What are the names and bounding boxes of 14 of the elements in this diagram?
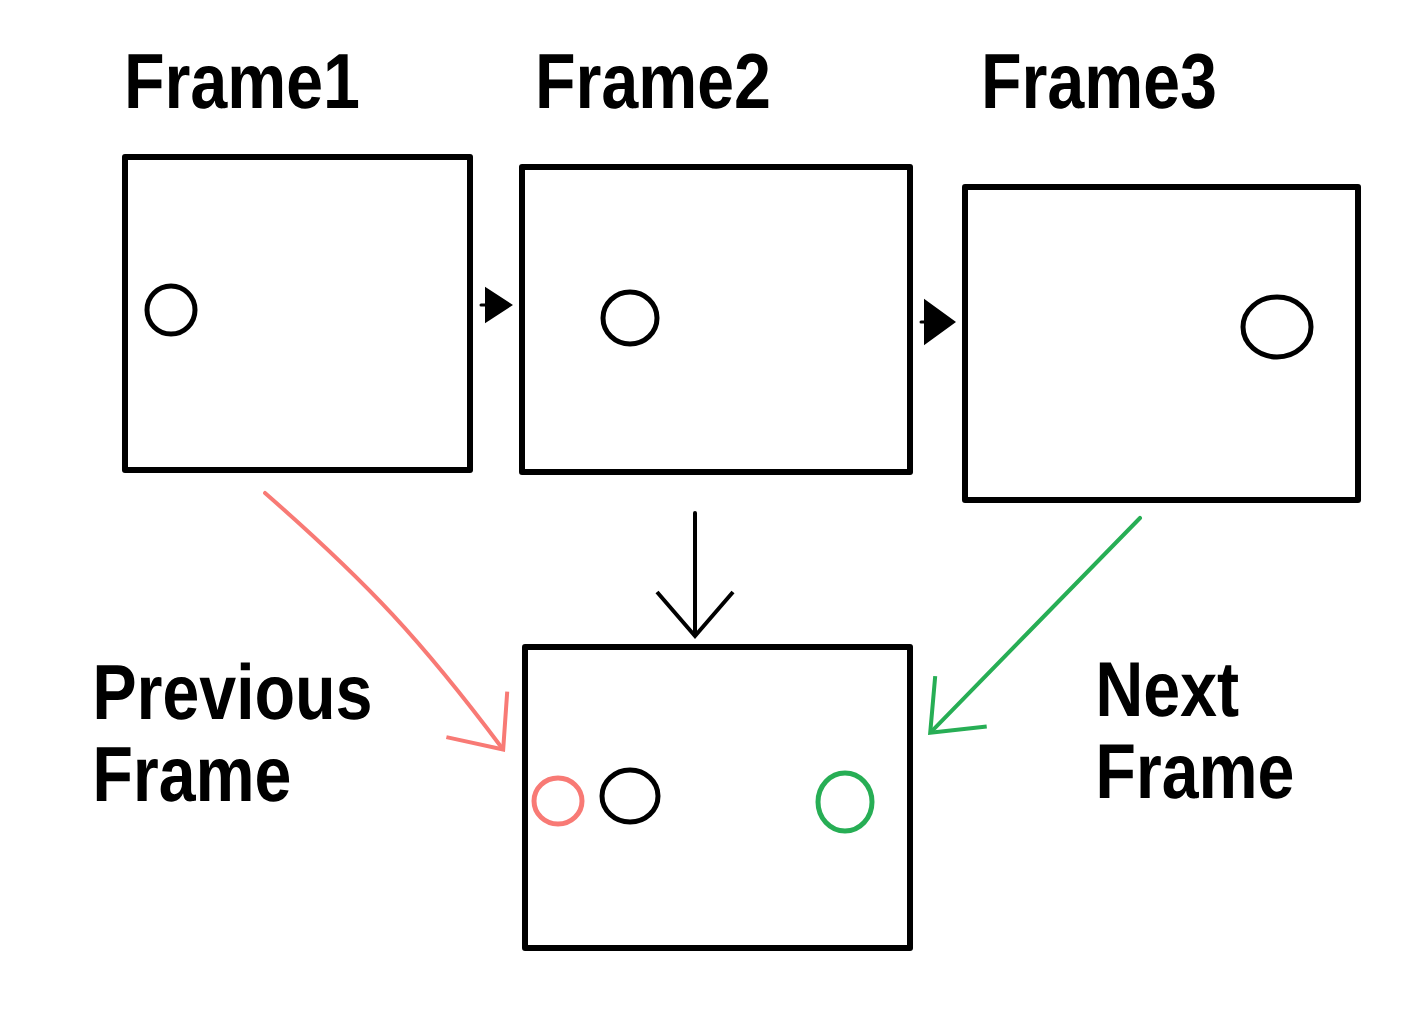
frame-title: Frame3 xyxy=(985,53,1215,109)
circle-marker xyxy=(1240,294,1314,360)
side-label: Next Frame xyxy=(1099,662,1293,799)
frame-title: Frame1 xyxy=(128,54,359,109)
side-label: Previous Frame xyxy=(96,662,370,802)
circle-marker xyxy=(599,767,661,825)
arrow xyxy=(928,516,1142,735)
frame-box xyxy=(522,644,913,951)
circle-marker xyxy=(144,283,198,337)
arrow xyxy=(263,491,510,752)
circle-marker xyxy=(600,289,660,347)
circle-marker xyxy=(531,775,585,827)
circle-marker xyxy=(815,770,875,834)
frame-title: Frame2 xyxy=(539,53,769,109)
